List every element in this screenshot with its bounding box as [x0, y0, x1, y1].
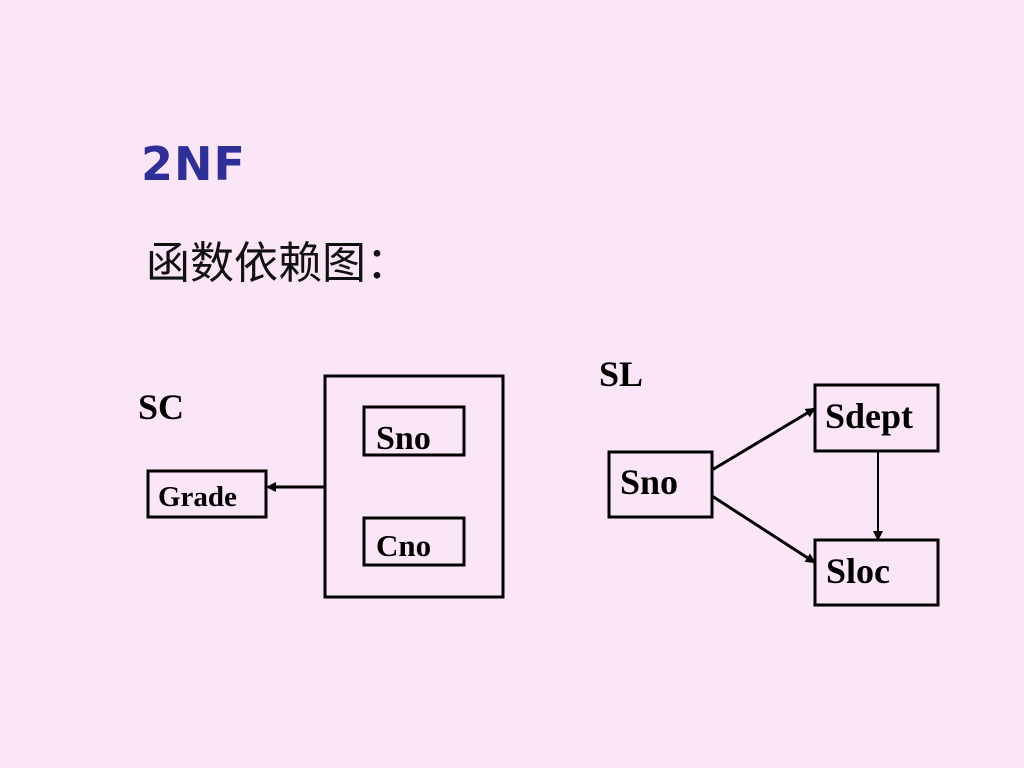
- sc-relation-label: SC: [138, 387, 185, 427]
- page-title: 2NF: [141, 137, 246, 191]
- sl-sloc-label: Sloc: [826, 551, 890, 591]
- sc-cno-label: Cno: [376, 528, 431, 563]
- sl-sno-label: Sno: [620, 462, 678, 502]
- sc-cno-box: [362, 516, 466, 567]
- page-subtitle: 函数依赖图：: [146, 238, 410, 289]
- sc-sno-label: Sno: [376, 420, 431, 457]
- sl-arrow-sno-to-sloc: [711, 494, 816, 564]
- sc-sno-box: [362, 405, 466, 457]
- sl-relation-label: SL: [599, 354, 644, 394]
- sl-sno-box: [607, 450, 714, 519]
- sl-sdept-label: Sdept: [825, 396, 913, 436]
- sc-grade-box: [146, 469, 268, 519]
- sl-sdept-box: [813, 383, 940, 453]
- sl-arrow-sno-to-sdept: [711, 407, 816, 472]
- sc-grade-label: Grade: [158, 481, 237, 513]
